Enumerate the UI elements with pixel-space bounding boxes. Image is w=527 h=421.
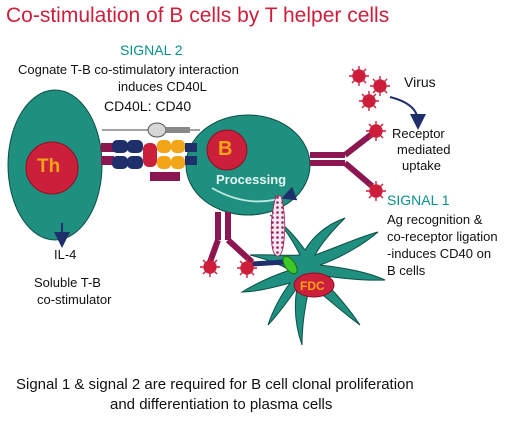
fdc-label: FDC (300, 279, 325, 293)
signal2-heading: SIGNAL 2 (120, 42, 183, 58)
fdc-fc-receptor (251, 259, 286, 267)
il4-label: IL-4 (54, 247, 77, 262)
virus-particles (200, 66, 390, 278)
b-nucleus (206, 129, 248, 171)
signal2-line2: induces CD40L (118, 79, 207, 94)
b-cell-receptor-right (310, 131, 374, 189)
receptor-complex (101, 140, 197, 181)
footer-line1: Signal 1 & signal 2 are required for B c… (16, 376, 414, 393)
processing-label: Processing (216, 172, 287, 187)
footer-line2: and differentiation to plasma cells (110, 396, 333, 413)
signal1-line1: Ag recognition & (387, 212, 483, 227)
signal1-line3: -induces CD40 on (387, 246, 492, 261)
th-nucleus (25, 141, 79, 195)
fdc-nucleus (293, 272, 335, 298)
uptake-line3: uptake (402, 158, 442, 173)
uptake-arrow (389, 96, 426, 130)
cd40l-cd40-connector (147, 122, 167, 138)
b-cell-receptor-lower (207, 212, 255, 265)
signal2-line1: Cognate T-B co-stimulatory interaction (18, 62, 239, 77)
co-receptor-green (282, 255, 298, 275)
th-label: Th (37, 156, 61, 177)
signal2-pair: CD40L: CD40 (104, 98, 192, 114)
soluble-line1: Soluble T-B (34, 275, 101, 290)
signal1-heading: SIGNAL 1 (387, 192, 450, 208)
uptake-line2: mediated (397, 142, 451, 157)
diagram-title: Co-stimulation of B cells by T helper ce… (6, 4, 390, 27)
virus-label: Virus (404, 74, 436, 90)
signal1-line4: B cells (387, 263, 426, 278)
antigen-stalk (270, 195, 286, 257)
soluble-line2: co-stimulator (37, 292, 112, 307)
b-label: B (218, 138, 233, 160)
signal1-line2: co-receptor ligation (387, 229, 498, 244)
uptake-line1: Receptor (392, 126, 445, 141)
